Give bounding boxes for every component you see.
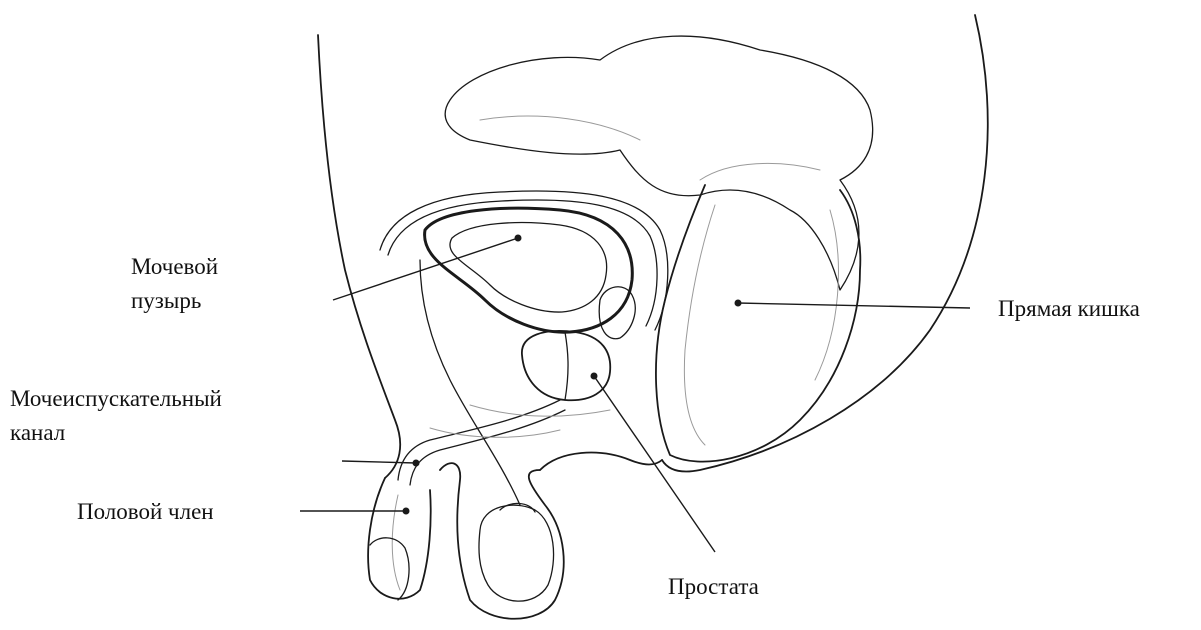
body-outline — [318, 35, 400, 478]
prostate-label-text: Простата — [668, 570, 759, 604]
rectum-outline — [656, 185, 860, 462]
intestine-outline — [445, 36, 872, 290]
glans-outline — [370, 538, 409, 600]
peritoneum-inner — [388, 200, 657, 326]
pelvic-floor — [430, 405, 610, 437]
scrotum-outline — [440, 463, 564, 619]
rectum-label-text: Прямая кишка — [998, 292, 1140, 326]
prostate-marker — [591, 373, 598, 380]
bladder-marker — [515, 235, 522, 242]
urethra-lower — [410, 410, 565, 485]
penis-label: Половой член — [77, 495, 214, 529]
intestine-fold — [480, 116, 820, 180]
urethra-label-line-2: канал — [10, 416, 222, 450]
urethra-label-line-1: Мочеиспускательный — [10, 382, 222, 416]
back-outline — [662, 15, 988, 472]
rectum-marker — [735, 300, 742, 307]
bladder-label-line-1: Мочевой — [131, 250, 218, 284]
testis-outline — [479, 505, 554, 601]
bladder-label-line-2: пузырь — [131, 284, 218, 318]
penis-outline — [368, 478, 431, 599]
urethra-leader — [342, 461, 416, 463]
rectum-inner-wall — [684, 205, 838, 445]
prostate-urethra — [565, 332, 568, 400]
prostate-label: Простата — [668, 570, 759, 604]
bladder-lumen — [450, 223, 607, 312]
peritoneum-outer — [380, 191, 668, 330]
bladder-label: Мочевой пузырь — [131, 250, 218, 318]
prostate-leader — [594, 376, 715, 552]
rectum-leader — [738, 303, 970, 308]
leader-lines — [300, 235, 970, 553]
bladder-wall — [425, 208, 633, 332]
urethra-marker — [413, 460, 420, 467]
urethra-label: Мочеиспускательный канал — [10, 382, 222, 450]
rectum-label: Прямая кишка — [998, 292, 1140, 326]
penis-label-text: Половой член — [77, 495, 214, 529]
bladder-leader — [333, 238, 518, 300]
perineum-outline — [540, 453, 662, 470]
penis-marker — [403, 508, 410, 515]
